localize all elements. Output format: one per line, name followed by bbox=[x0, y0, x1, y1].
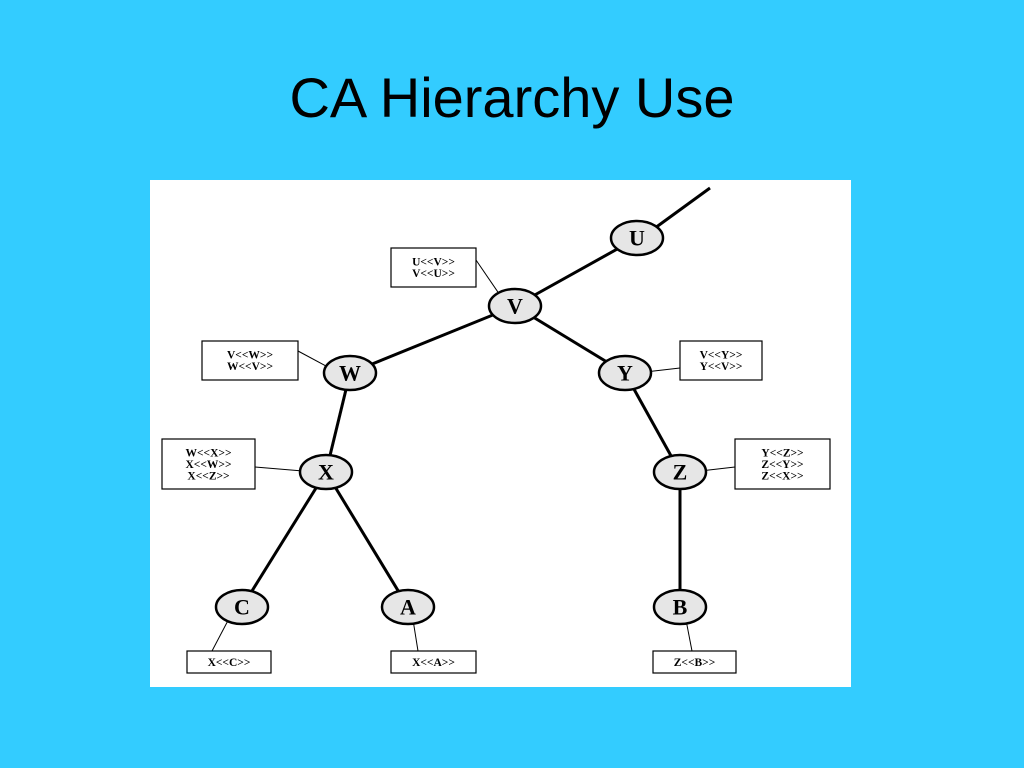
certificate-entry: Y<<V>> bbox=[700, 361, 743, 373]
node-y: Y bbox=[597, 354, 653, 392]
node-layer: U V W Y X Z C A B bbox=[214, 219, 708, 626]
certificate-box-x: W<<X>>X<<W>>X<<Z>> bbox=[161, 438, 256, 490]
certificate-frame bbox=[679, 340, 763, 381]
node-label: C bbox=[234, 595, 250, 620]
certificate-entry: X<<A>> bbox=[412, 657, 455, 669]
certificate-box-v: U<<V>>V<<U>> bbox=[390, 247, 477, 288]
certificate-entry: V<<W>> bbox=[227, 350, 273, 362]
certificate-entry: W<<V>> bbox=[227, 361, 273, 373]
certificate-entry: W<<X>> bbox=[185, 447, 231, 459]
certificate-layer: U<<V>>V<<U>> V<<W>>W<<V>> V<<Y>>Y<<V>> W<<X… bbox=[161, 247, 831, 674]
connector-v bbox=[475, 259, 500, 294]
certificate-entry: Y<<Z>> bbox=[761, 447, 803, 459]
certificate-box-c: X<<C>> bbox=[186, 650, 272, 674]
node-z: Z bbox=[652, 453, 708, 491]
connector-b bbox=[686, 622, 693, 652]
connector-layer bbox=[211, 259, 736, 652]
node-label: V bbox=[507, 294, 523, 319]
certificate-box-w: V<<W>>W<<V>> bbox=[201, 340, 299, 381]
certificate-frame bbox=[652, 650, 737, 674]
certificate-entry: V<<U>> bbox=[412, 268, 455, 280]
slide-title: CA Hierarchy Use bbox=[289, 66, 735, 129]
certificate-frame bbox=[734, 438, 831, 490]
node-c: C bbox=[214, 588, 270, 626]
connector-w bbox=[297, 350, 328, 368]
certificate-entry: Z<<B>> bbox=[674, 657, 716, 669]
node-label: Z bbox=[673, 460, 688, 485]
node-x: X bbox=[298, 453, 354, 491]
node-label: W bbox=[339, 361, 361, 386]
node-b: B bbox=[652, 588, 708, 626]
certificate-box-a: X<<A>> bbox=[390, 650, 477, 674]
node-u: U bbox=[609, 219, 665, 257]
certificate-frame bbox=[390, 247, 477, 288]
certificate-box-z: Y<<Z>>Z<<Y>>Z<<X>> bbox=[734, 438, 831, 490]
certificate-entry: Z<<Y>> bbox=[761, 459, 803, 471]
node-a: A bbox=[380, 588, 436, 626]
certificate-entry: U<<V>> bbox=[412, 257, 455, 269]
node-label: B bbox=[673, 595, 688, 620]
ca-hierarchy-diagram: U<<V>>V<<U>> V<<W>>W<<V>> V<<Y>>Y<<V>> W<<X… bbox=[161, 186, 831, 674]
connector-y bbox=[649, 367, 681, 373]
node-circle bbox=[214, 588, 270, 626]
certificate-frame bbox=[186, 650, 272, 674]
node-label: A bbox=[400, 595, 416, 620]
node-circle bbox=[322, 354, 378, 392]
certificate-entry: X<<Z>> bbox=[187, 470, 229, 482]
node-label: X bbox=[318, 460, 334, 485]
node-label: Y bbox=[617, 361, 633, 386]
certificate-frame bbox=[161, 438, 256, 490]
ca-hierarchy-figure: U<<V>>V<<U>> V<<W>>W<<V>> V<<Y>>Y<<V>> W<<X… bbox=[150, 180, 851, 687]
edge-x-c bbox=[240, 471, 328, 608]
node-circle bbox=[597, 354, 653, 392]
node-circle bbox=[652, 588, 708, 626]
node-circle bbox=[298, 453, 354, 491]
edge-x-a bbox=[324, 471, 410, 608]
connector-x bbox=[254, 466, 302, 472]
certificate-entry: X<<C>> bbox=[208, 657, 251, 669]
connector-c bbox=[211, 620, 229, 652]
node-circle bbox=[487, 287, 543, 325]
certificate-entry: Z<<X>> bbox=[761, 470, 803, 482]
certificate-box-y: V<<Y>>Y<<V>> bbox=[679, 340, 763, 381]
node-w: W bbox=[322, 354, 378, 392]
node-circle bbox=[609, 219, 665, 257]
node-v: V bbox=[487, 287, 543, 325]
node-label: U bbox=[629, 226, 645, 251]
certificate-frame bbox=[201, 340, 299, 381]
certificate-frame bbox=[390, 650, 477, 674]
certificate-box-b: Z<<B>> bbox=[652, 650, 737, 674]
connector-z bbox=[704, 466, 736, 472]
node-circle bbox=[652, 453, 708, 491]
certificate-entry: X<<W>> bbox=[185, 459, 231, 471]
connector-a bbox=[412, 622, 419, 652]
edge-v-w bbox=[349, 304, 516, 375]
node-circle bbox=[380, 588, 436, 626]
certificate-entry: V<<Y>> bbox=[700, 350, 743, 362]
edge-u-parent bbox=[654, 186, 711, 230]
